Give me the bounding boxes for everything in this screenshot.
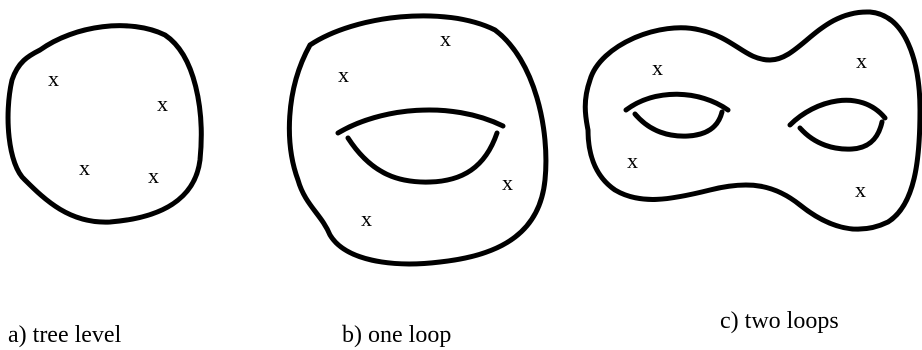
puncture-marker: x xyxy=(157,91,168,116)
one-loop-surface-outline xyxy=(286,13,549,267)
panel-tree-level: x x x x a) tree level xyxy=(5,23,204,348)
puncture-marker: x xyxy=(361,206,372,231)
puncture-marker: x xyxy=(652,55,663,80)
puncture-marker: x xyxy=(855,177,866,202)
two-loops-handle-right-upper xyxy=(787,97,888,128)
puncture-marker: x xyxy=(48,66,59,91)
puncture-marker: x xyxy=(627,148,638,173)
puncture-marker: x xyxy=(79,155,90,180)
panel-caption-tree-level: a) tree level xyxy=(8,322,122,348)
puncture-marker: x xyxy=(338,62,349,87)
panel-caption-two-loops: c) two loops xyxy=(720,308,839,334)
one-loop-handle-lower xyxy=(345,130,500,185)
panel-caption-one-loop: b) one loop xyxy=(342,322,451,348)
two-loops-handle-left-upper xyxy=(623,91,731,113)
two-loops-handle-right-lower xyxy=(797,119,885,152)
panel-one-loop: x x x x b) one loop xyxy=(286,13,549,348)
tree-level-surface-outline xyxy=(5,23,204,225)
two-loops-handle-left-lower xyxy=(632,109,725,139)
puncture-marker: x xyxy=(856,48,867,73)
puncture-marker: x xyxy=(502,170,513,195)
one-loop-handle-upper xyxy=(335,107,506,136)
puncture-marker: x xyxy=(148,163,159,188)
two-loops-surface-outline xyxy=(582,9,922,232)
puncture-marker: x xyxy=(440,26,451,51)
panel-two-loops: x x x x c) two loops xyxy=(582,9,922,334)
